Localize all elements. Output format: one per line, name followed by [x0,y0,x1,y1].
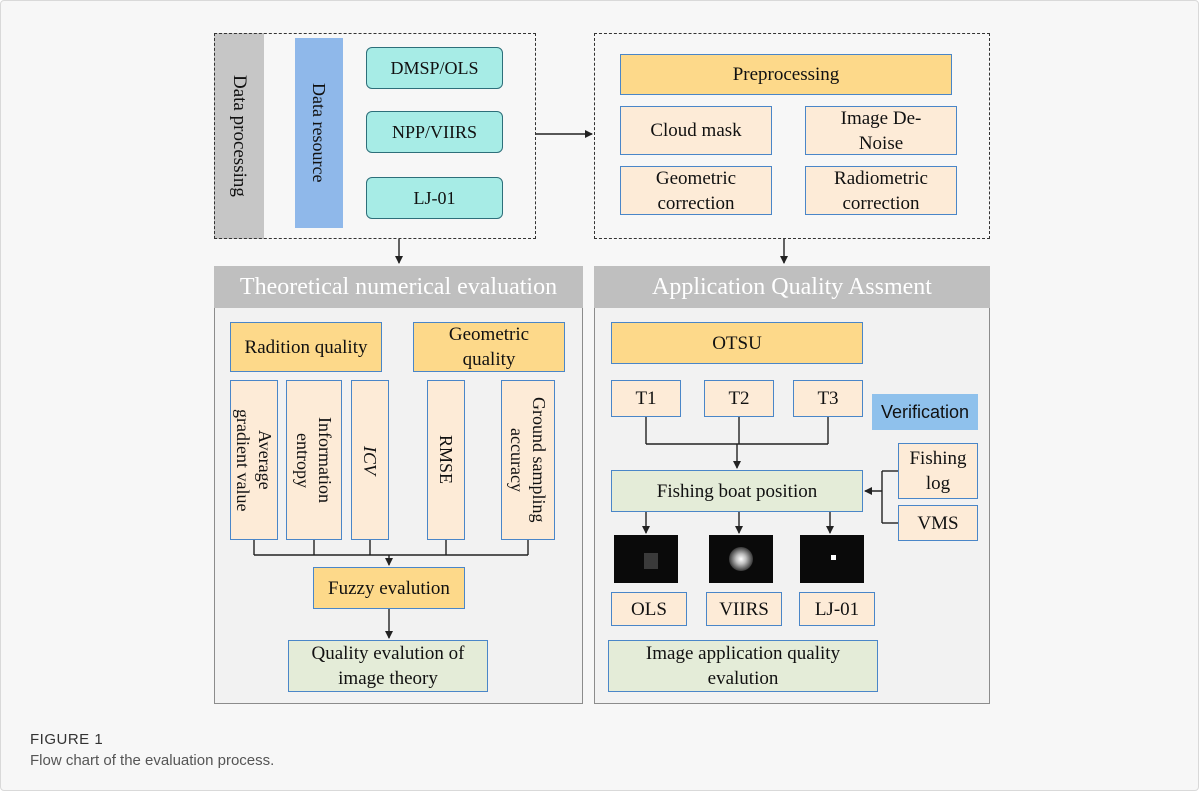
radiation-quality-box: Radition quality [230,322,382,372]
figure-caption: Flow chart of the evaluation process. [30,752,275,769]
application-result-box: Image application quality evalution [608,640,878,692]
verification-box: Verification [872,394,978,430]
fuzzy-evaluation-box: Fuzzy evalution [313,567,465,609]
image-denoise-line2: Noise [858,132,904,154]
metric-average-gradient-text: Average gradient value [232,409,276,511]
preprocessing-title: Preprocessing [620,54,952,95]
metric-information-entropy: Information entropy [286,380,342,540]
threshold-t2: T2 [704,380,774,417]
output-ols: OLS [611,592,687,626]
geometric-correction-line1: Geometric [655,167,737,189]
theory-result-line2: image theory [338,668,438,689]
source-dmsp-ols: DMSP/OLS [366,47,503,89]
metric-information-entropy-line1: Information [315,417,335,503]
metric-icv: ICV [351,380,389,540]
metric-ground-sampling-text: Ground sampling accuracy [506,397,550,523]
metric-ground-sampling-line1: Ground sampling [529,397,549,523]
metric-information-entropy-text: Information entropy [292,417,336,503]
output-viirs: VIIRS [706,592,782,626]
geometric-correction-line2: correction [657,192,735,214]
radiometric-correction-box: Radiometric correction [805,166,957,215]
geometric-quality-box: Geometric quality [413,322,565,372]
data-resource-bar: Data resource [295,38,343,228]
viirs-bright-blob [729,547,753,571]
source-lj-01: LJ-01 [366,177,503,219]
metric-information-entropy-line2: entropy [293,432,313,488]
radiometric-correction-line2: correction [842,192,920,214]
lj01-thumbnail-image [800,535,864,583]
data-processing-gray-strip [214,33,264,239]
application-result-line2: evalution [707,668,779,689]
geometric-quality-line2: quality [462,349,516,370]
metric-icv-text: ICV [360,445,380,475]
cloud-mask-box: Cloud mask [620,106,772,155]
geometric-quality-line1: Geometric [448,324,530,345]
geometric-correction-box: Geometric correction [620,166,772,215]
metric-rmse-text: RMSE [436,435,456,485]
fishing-log-line1: Fishing [909,448,967,469]
metric-ground-sampling: Ground sampling accuracy [501,380,555,540]
preprocessing-box [594,33,990,239]
lj01-bright-dot [831,555,836,560]
data-processing-label-wrap: Data processing [214,33,264,239]
data-resource-label: Data resource [309,83,329,183]
metric-average-gradient-line1: Average [255,430,275,490]
fishing-boat-position-box: Fishing boat position [611,470,863,512]
figure-label: FIGURE 1 [30,731,104,748]
threshold-t3: T3 [793,380,863,417]
source-npp-viirs: NPP/VIIRS [366,111,503,153]
metric-ground-sampling-line2: accuracy [507,428,527,492]
theory-result-box: Quality evalution of image theory [288,640,488,692]
application-result-line1: Image application quality [645,643,841,664]
fishing-log-box: Fishing log [898,443,978,499]
image-denoise-box: Image De- Noise [805,106,957,155]
theoretical-header: Theoretical numerical evaluation [214,266,583,308]
metric-average-gradient-line2: gradient value [233,408,253,512]
theory-result-line1: Quality evalution of [311,643,465,664]
data-processing-box [214,33,536,239]
vms-box: VMS [898,505,978,541]
radiometric-correction-line1: Radiometric [834,167,928,189]
otsu-box: OTSU [611,322,863,364]
fishing-log-line2: log [925,473,951,494]
metric-rmse: RMSE [427,380,465,540]
ols-thumbnail-image [614,535,678,583]
data-processing-label: Data processing [229,75,250,197]
viirs-thumbnail-image [709,535,773,583]
application-header: Application Quality Assment [594,266,990,308]
threshold-t1: T1 [611,380,681,417]
image-denoise-line1: Image De- [840,107,922,129]
output-lj-01: LJ-01 [799,592,875,626]
ols-bright-blob [644,553,658,569]
metric-average-gradient: Average gradient value [230,380,278,540]
